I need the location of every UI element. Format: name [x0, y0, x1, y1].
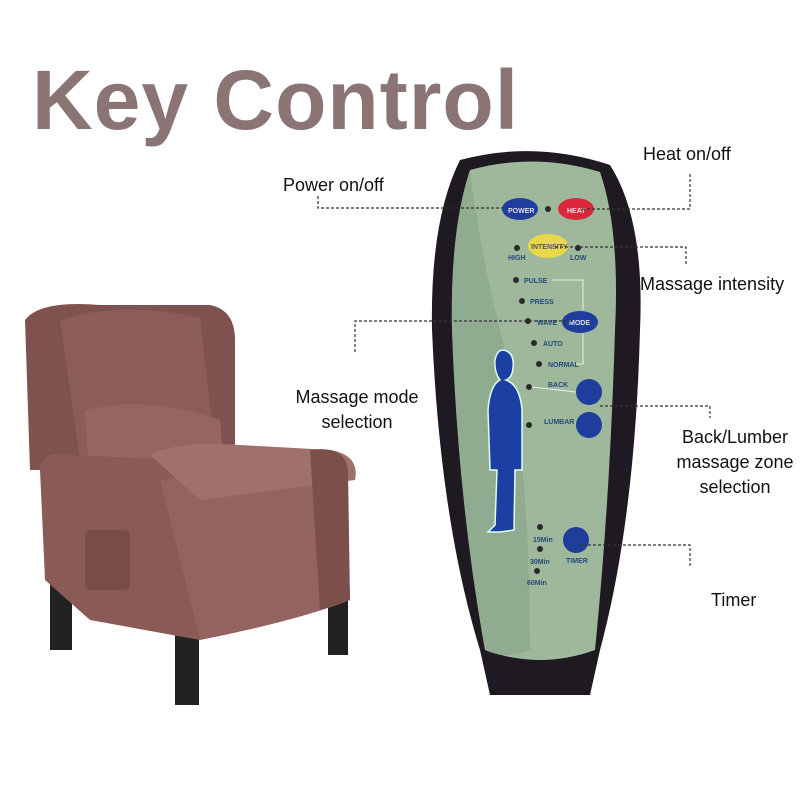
mode-press-label: PRESS	[530, 299, 554, 306]
timer-30-label: 30Min	[530, 559, 550, 566]
mode-callout-line: selection	[321, 412, 393, 432]
page-title: Key Control	[32, 53, 520, 147]
intensity-callout: Massage intensity	[640, 274, 785, 294]
zone-lumbar-label: LUMBAR	[544, 419, 574, 426]
intensity-low-label: LOW	[570, 255, 587, 262]
chair-leg	[175, 635, 199, 705]
power-callout: Power on/off	[283, 175, 384, 195]
lumbar-button[interactable]	[576, 412, 602, 438]
chair-leg	[328, 600, 348, 655]
timer-callout: Timer	[711, 590, 757, 610]
mode-button[interactable]	[562, 311, 598, 333]
heat-callout: Heat on/off	[643, 144, 731, 164]
heat-button-label: HEAT	[567, 208, 586, 215]
back-button[interactable]	[576, 379, 602, 405]
mode-auto-label: AUTO	[543, 341, 563, 348]
timer-15-label: 15Min	[533, 537, 553, 544]
intensity-button-label: INTENSITY	[531, 244, 568, 251]
mode-button-label: MODE	[569, 320, 590, 327]
intensity-high-label: HIGH	[508, 255, 526, 262]
recliner-chair	[25, 304, 356, 705]
callout-lines	[317, 174, 711, 566]
mode-wave-label: WAVE	[537, 320, 557, 327]
zone-callout: Back/Lumber massage zone selection	[665, 425, 800, 500]
intensity-button[interactable]	[528, 234, 568, 258]
mode-callout-line: Massage mode	[295, 387, 419, 407]
zone-callout-line: massage zone	[676, 452, 794, 472]
zone-back-label: BACK	[548, 382, 568, 389]
power-button[interactable]	[502, 198, 538, 220]
mode-normal-label: NORMAL	[548, 362, 579, 369]
remote-control: POWER HEAT INTENSITY MODE HIGH LOW PULSE…	[431, 151, 641, 696]
heat-button[interactable]	[558, 198, 594, 220]
timer-button[interactable]	[563, 527, 589, 553]
mode-pulse-label: PULSE	[524, 278, 548, 285]
power-button-label: POWER	[508, 208, 534, 215]
mode-callout: Massage mode selection	[287, 385, 427, 435]
zone-callout-line: Back/Lumber	[681, 427, 789, 447]
timer-60-label: 60Min	[527, 580, 547, 587]
zone-callout-line: selection	[699, 477, 771, 497]
timer-label: TIMER	[566, 558, 588, 565]
